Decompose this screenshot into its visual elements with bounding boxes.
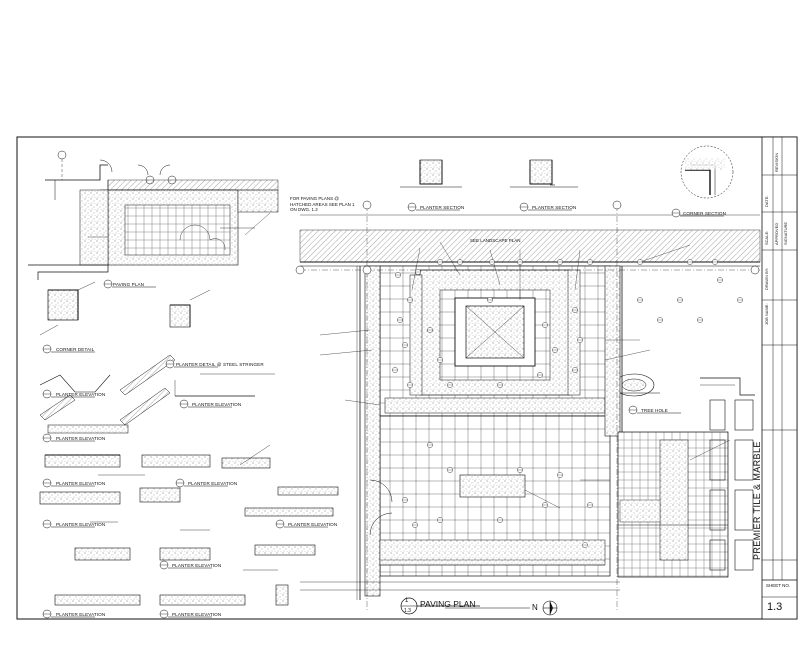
detail-title: PLANTER ELEVATION <box>172 563 222 568</box>
small-corner-detail <box>169 289 211 328</box>
detail-title: PLANTER ELEVATION <box>56 522 106 527</box>
main-title: PAVING PLAN <box>420 599 476 609</box>
detail-title: PLANTER SECTION <box>420 205 465 210</box>
top-hatch-strip <box>299 229 761 263</box>
main-sheet-ref: 1.3 <box>404 608 411 614</box>
planter-sections-top <box>400 159 578 188</box>
sheet-no-label: SHEET NO. <box>766 583 791 588</box>
top-hatch-left <box>107 179 279 191</box>
north-arrow <box>542 600 558 616</box>
approved-label: APPROVED <box>774 222 779 245</box>
tree-hole-detail <box>610 373 660 397</box>
main-detail-number: 1 <box>405 598 409 604</box>
title-block <box>761 136 798 620</box>
detail-title: PLANTER ELEVATION <box>56 392 106 397</box>
main-title-bubble <box>400 597 480 615</box>
signature-label: SIGNATURE <box>783 221 788 245</box>
corner-detail <box>39 281 96 336</box>
detail-title: CORNER SECTION <box>683 211 727 216</box>
detail-bubbles <box>42 202 743 619</box>
sheet-number: 1.3 <box>767 601 783 613</box>
detail-title: PLANTER ELEVATION <box>172 612 222 617</box>
landscape-note: SEE LANDSCAPE PLAN <box>470 238 521 243</box>
stringer-detail <box>39 354 275 434</box>
detail-title: PLANTER ELEVATION <box>192 402 242 407</box>
detail-title: PLANTER ELEVATION <box>56 436 106 441</box>
detail-title: PLANTER ELEVATION <box>56 481 106 486</box>
detail-title: PAVING PLAN <box>113 282 145 287</box>
leader-lines <box>244 212 731 509</box>
detail-title: PLANTER ELEVATION <box>188 481 238 486</box>
detail-title: PLANTER DETAIL @ STEEL STRINGER <box>176 362 264 367</box>
paving-plan <box>295 200 761 610</box>
top-left-plan <box>28 150 279 280</box>
date-label: DATE: <box>764 195 769 207</box>
revision-label: REVISION <box>774 152 779 172</box>
paving-note: FOR PAVING PLANS @ HATCHED AREAS SEE PLA… <box>290 196 355 212</box>
company-name: PREMIER TILE & MARBLE <box>752 441 762 560</box>
detail-title: PLANTER ELEVATION <box>56 612 106 617</box>
drawn-by-label: DRAWN BY: <box>764 267 769 290</box>
detail-title: PLANTER SECTION <box>532 205 577 210</box>
detail-title: PLANTER ELEVATION <box>288 522 338 527</box>
planter-elevations-left <box>39 444 339 606</box>
corner-section <box>680 145 734 199</box>
north-label: N <box>532 603 538 612</box>
detail-title: CORNER DETAIL <box>56 347 95 352</box>
detail-title: TREE HOLE <box>641 408 668 413</box>
job-name-label: JOB NAME: <box>764 303 769 325</box>
scale-label: SCALE: <box>764 230 769 245</box>
